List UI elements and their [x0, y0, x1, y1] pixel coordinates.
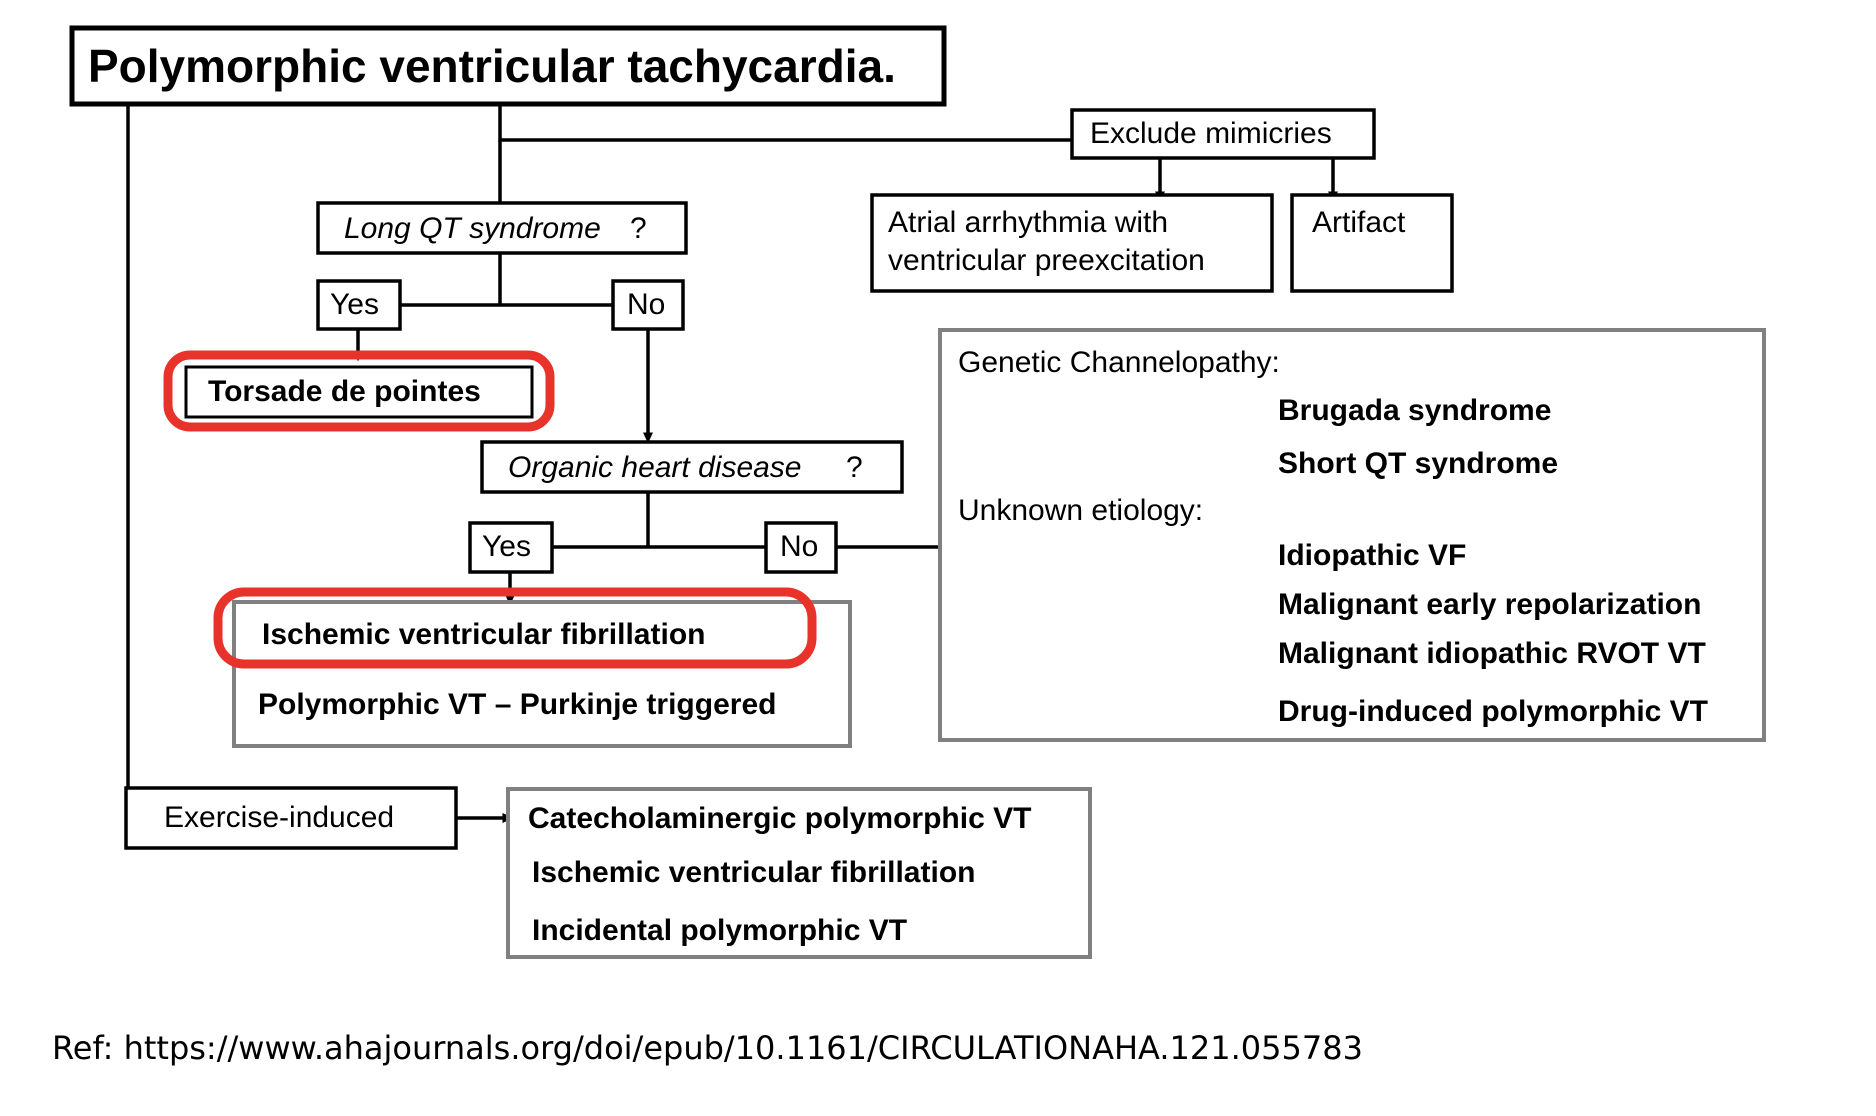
- ischemic-vf-label: Ischemic ventricular fibrillation: [262, 618, 705, 651]
- node-long-qt-no[interactable]: No: [611, 279, 685, 331]
- long-qt-rect: [316, 201, 688, 255]
- ischemic-vf-highlight-ring: [213, 587, 817, 669]
- exercise-induced-label: Exercise-induced: [164, 801, 394, 834]
- atrial-arrhythmia-line2: ventricular preexcitation: [888, 244, 1205, 277]
- polymorphic-vt-purkinje-label: Polymorphic VT – Purkinje triggered: [258, 688, 776, 721]
- organic-no-rect: [764, 521, 838, 574]
- atrial-arrhythmia-line1: Atrial arrhythmia with: [888, 206, 1168, 239]
- incidental-vt-label: Incidental polymorphic VT: [532, 914, 907, 947]
- title-box: Polymorphic ventricular tachycardia.: [69, 25, 947, 107]
- title-box-rect: [69, 25, 947, 107]
- torsade-highlight-ring: [163, 350, 555, 432]
- catecholaminergic-vt-label: Catecholaminergic polymorphic VT: [528, 802, 1031, 835]
- exercise-ischemic-vf-label: Ischemic ventricular fibrillation: [532, 856, 975, 889]
- etiology-unknown-item-1: Malignant early repolarization: [1278, 588, 1701, 621]
- organic-yes-label: Yes: [482, 530, 531, 563]
- organic-heart-rect: [480, 440, 904, 494]
- long-qt-label: Long QT syndrome: [344, 212, 601, 245]
- node-ischemic-group[interactable]: Ischemic ventricular fibrillation Polymo…: [213, 587, 852, 748]
- etiology-heading-genetic: Genetic Channelopathy:: [958, 346, 1280, 379]
- node-exercise-outcomes[interactable]: Catecholaminergic polymorphic VT Ischemi…: [506, 787, 1092, 959]
- long-qt-yes-rect: [316, 279, 402, 331]
- node-organic-heart-question[interactable]: Organic heart disease ?: [480, 440, 904, 494]
- reference-text: Ref: https://www.ahajournals.org/doi/epu…: [52, 1029, 1363, 1067]
- long-qt-no-label: No: [627, 288, 665, 321]
- etiology-genetic-item-0: Brugada syndrome: [1278, 394, 1551, 427]
- node-organic-no[interactable]: No: [764, 521, 838, 574]
- connector-title-to-exclude: [498, 104, 1072, 142]
- etiology-genetic-item-1: Short QT syndrome: [1278, 447, 1558, 480]
- node-artifact[interactable]: Artifact: [1290, 193, 1454, 293]
- ischemic-group-rect: [232, 600, 852, 748]
- long-qt-question-mark: ?: [630, 212, 647, 245]
- long-qt-yes-label: Yes: [330, 288, 379, 321]
- organic-heart-question-mark: ?: [846, 451, 863, 484]
- etiology-unknown-item-2: Malignant idiopathic RVOT VT: [1278, 637, 1706, 670]
- atrial-arrhythmia-rect: [870, 193, 1274, 293]
- etiology-unknown-item-3: Drug-induced polymorphic VT: [1278, 695, 1708, 728]
- etiology-panel-rect: [938, 328, 1766, 742]
- node-atrial-arrhythmia[interactable]: Atrial arrhythmia with ventricular preex…: [870, 193, 1274, 293]
- connector-lines: [126, 104, 1338, 823]
- artifact-rect: [1290, 193, 1454, 293]
- node-exclude-mimicries[interactable]: Exclude mimicries: [1070, 108, 1376, 160]
- page-title: Polymorphic ventricular tachycardia.: [88, 40, 896, 92]
- torsade-label: Torsade de pointes: [208, 375, 481, 408]
- exercise-outcomes-rect: [506, 787, 1092, 959]
- etiology-heading-unknown: Unknown etiology:: [958, 494, 1203, 527]
- panel-etiology[interactable]: Genetic Channelopathy: Brugada syndrome …: [938, 328, 1766, 742]
- organic-no-label: No: [780, 530, 818, 563]
- artifact-label: Artifact: [1312, 206, 1406, 239]
- node-torsade-de-pointes[interactable]: Torsade de pointes: [163, 350, 555, 432]
- organic-heart-label: Organic heart disease: [508, 451, 802, 484]
- torsade-rect: [184, 365, 534, 419]
- node-long-qt-question[interactable]: Long QT syndrome ?: [316, 201, 688, 255]
- etiology-unknown-item-0: Idiopathic VF: [1278, 539, 1466, 572]
- node-long-qt-yes[interactable]: Yes: [316, 279, 402, 331]
- long-qt-no-rect: [611, 279, 685, 331]
- exercise-induced-rect: [124, 786, 458, 850]
- node-organic-yes[interactable]: Yes: [468, 521, 554, 574]
- exclude-mimicries-label: Exclude mimicries: [1090, 117, 1332, 150]
- organic-yes-rect: [468, 521, 554, 574]
- node-exercise-induced[interactable]: Exercise-induced: [124, 786, 458, 850]
- exclude-mimicries-rect: [1070, 108, 1376, 160]
